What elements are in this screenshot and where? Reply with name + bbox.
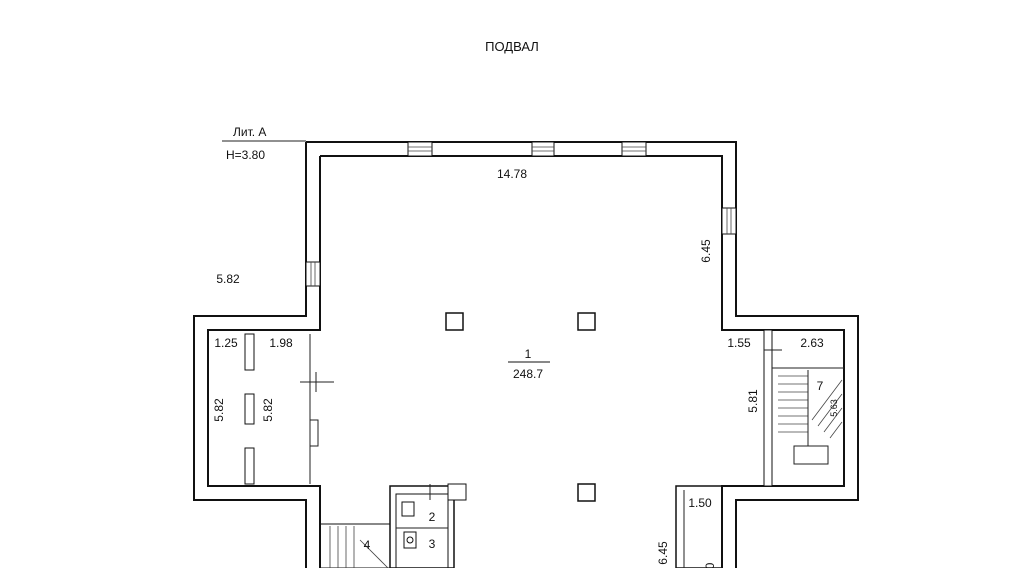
left-wing-fixtures	[244, 333, 334, 485]
plan-title: ПОДВАЛ	[485, 39, 539, 54]
dim-right-room-b: 2.63	[800, 336, 824, 350]
top-windows	[407, 141, 647, 157]
dim-bottom-right-h: 6.45	[656, 541, 670, 565]
stair-room-7	[763, 329, 844, 487]
dim-right-room-h: 5.81	[746, 389, 760, 413]
left-window	[305, 261, 321, 287]
dim-top-width: 14.78	[497, 167, 527, 181]
dim-left-outer: 5.82	[216, 272, 240, 286]
room-7-label: 7	[817, 379, 824, 393]
dim-stair-small: 5.63	[829, 399, 839, 417]
columns	[445, 312, 596, 502]
room-1-area: 248.7	[513, 367, 543, 381]
dim-right-upper: 6.45	[699, 239, 713, 263]
dim-left-room-b: 1.98	[269, 336, 293, 350]
room-4-label: 4	[364, 538, 371, 552]
dim-left-room-h2: 5.82	[261, 398, 275, 422]
dim-bottom-right-w: 1.50	[688, 496, 712, 510]
dim-left-room-h1: 5.82	[212, 398, 226, 422]
dim-right-room-a: 1.55	[727, 336, 751, 350]
ceiling-height: Н=3.80	[226, 148, 265, 162]
building-letter: Лит. А	[233, 125, 266, 139]
column-1	[445, 312, 464, 331]
dim-left-room-a: 1.25	[214, 336, 238, 350]
room-2-label: 2	[429, 510, 436, 524]
bottom-rooms	[319, 483, 467, 568]
column-3	[577, 483, 596, 502]
right-window	[721, 207, 737, 235]
room-3-label: 3	[429, 537, 436, 551]
column-2	[577, 312, 596, 331]
dim-bottom-right-edge: 0	[703, 562, 717, 568]
bottom-right-corridor	[675, 485, 723, 568]
room-1-number: 1	[525, 347, 532, 361]
